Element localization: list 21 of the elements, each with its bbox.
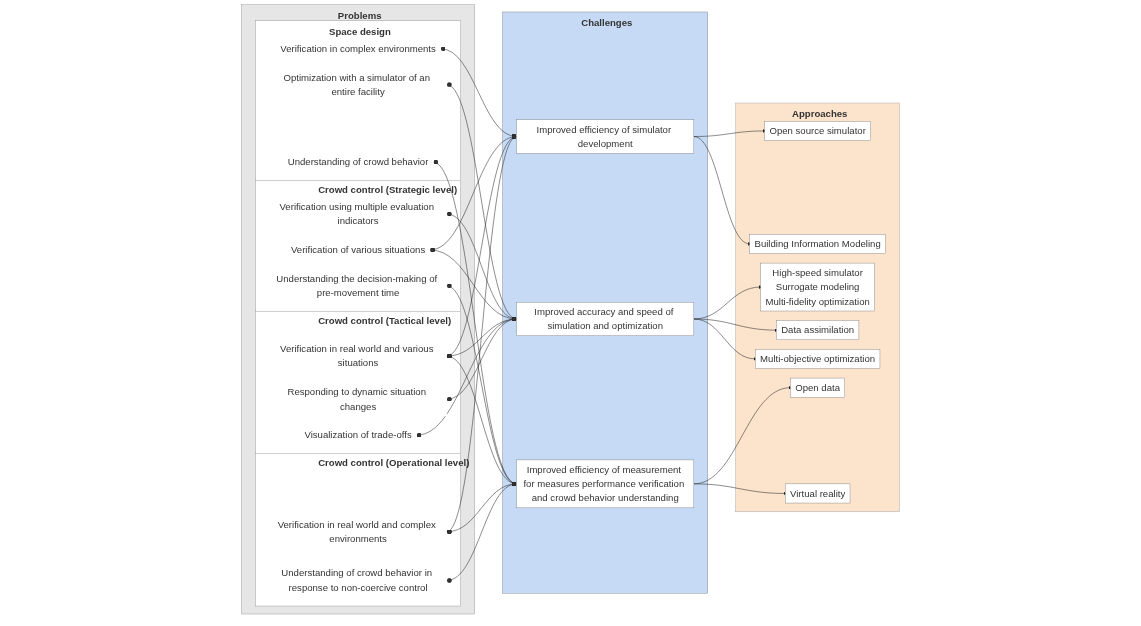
node-box: Open data [790, 377, 845, 398]
node-box: Improved efficiency of measurement for measures performance verification and crowd behavior understanding [516, 459, 695, 509]
node-text: Responding to dynamic situation changes [287, 386, 426, 412]
node-text: Verification in real world and complex environments [277, 519, 436, 545]
node-text: Verification in real world and various situations [280, 343, 434, 369]
node-box: Multi-objective optimization [755, 349, 881, 369]
node-box: Improved accuracy and speed of simulation and optimization [516, 302, 695, 336]
node-box: Building Information Modeling [749, 234, 886, 254]
node-text: Verification of various situations [290, 244, 426, 256]
node-text: Verification using multiple evaluation indicators [279, 201, 434, 227]
node-text: Understanding the decision-making of pre-movement time [276, 273, 438, 299]
node-box: Improved efficiency of simulator development [516, 119, 695, 154]
node-text: Understanding of crowd behavior [287, 156, 429, 168]
node-text: Visualization of trade-offs [304, 429, 412, 441]
node-text: Optimization with a simulator of an entire facility [283, 71, 430, 98]
node-box: Virtual reality [785, 483, 851, 504]
node-text: Verification in complex environments [280, 43, 436, 54]
node-box: Data assimilation [776, 320, 860, 340]
node-text: Understanding of crowd behavior in response to non-coercive control [281, 567, 433, 593]
node-box: High-speed simulator Surrogate modeling Multi-fidelity optimization [760, 262, 875, 312]
node-box: Open source simulator [764, 121, 871, 141]
